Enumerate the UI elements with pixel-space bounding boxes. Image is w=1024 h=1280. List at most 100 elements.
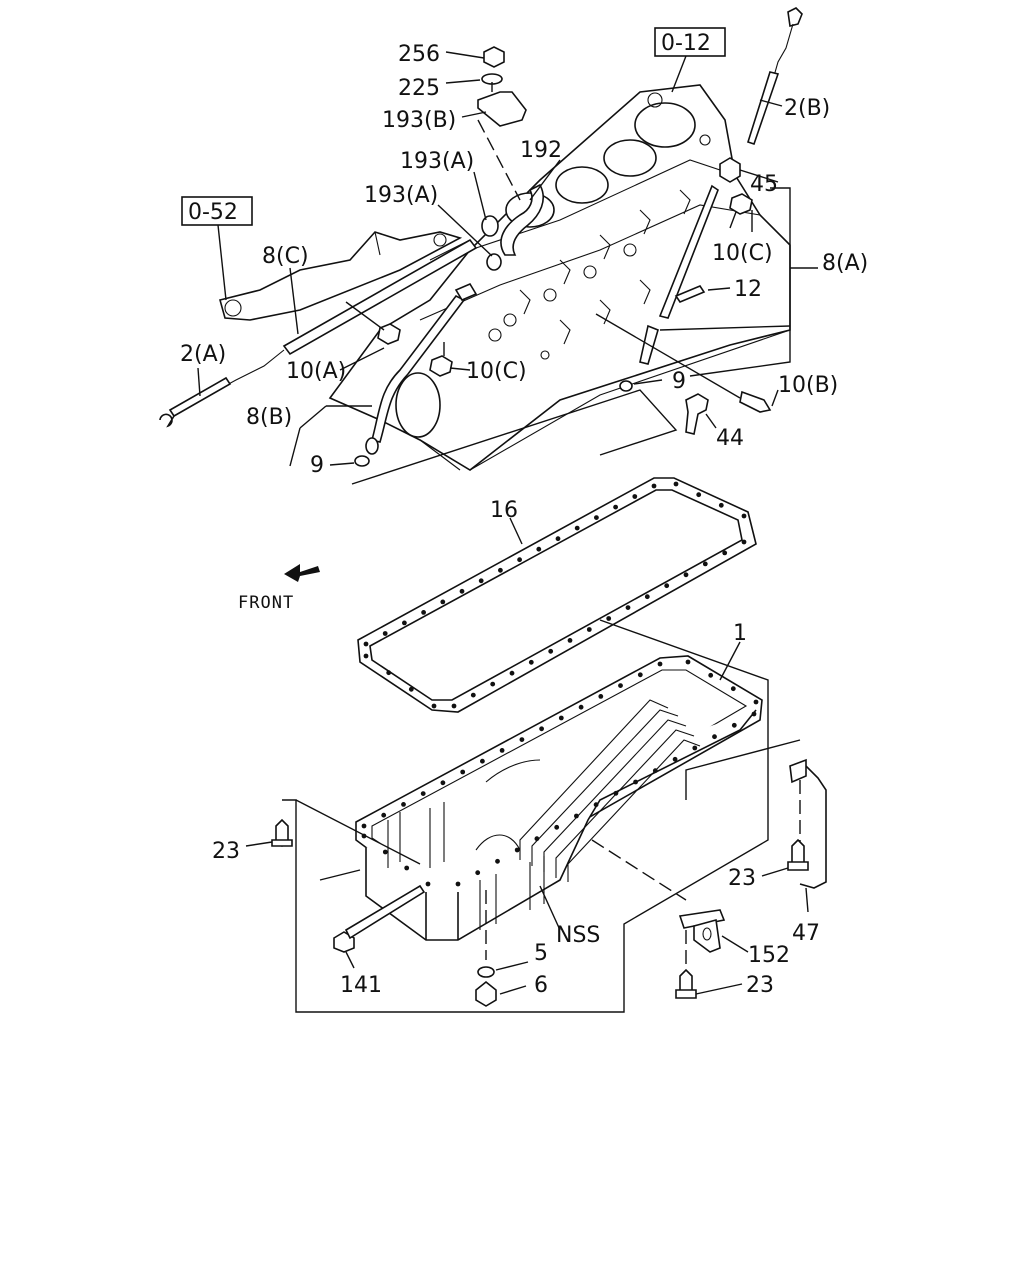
label-47: 47 (792, 921, 820, 946)
bolt-hole (519, 737, 525, 742)
bolt-hole (470, 692, 476, 698)
bolt-hole (420, 791, 426, 796)
oil-pan-gasket-16 (357, 477, 757, 713)
washer-9-right (619, 379, 663, 392)
bolt-hole (514, 847, 520, 853)
bolt-hole (401, 802, 406, 807)
bolt-hole (664, 583, 670, 589)
bolt-hole (598, 694, 604, 699)
label-8c: 8(C) (262, 244, 309, 269)
label-9-left: 9 (310, 453, 324, 478)
clip-193b (461, 82, 527, 127)
label-193a-upper: 193(A) (400, 149, 474, 174)
bolt-hole (593, 802, 599, 808)
front-label: FRONT (238, 593, 294, 613)
bolt-hole (455, 881, 461, 887)
bracket-47 (685, 739, 827, 913)
bolt-hole (718, 502, 724, 508)
label-193b: 193(B) (382, 108, 456, 133)
front-arrow-icon (284, 564, 320, 582)
bolt-hole (632, 494, 638, 499)
bolt-hole (702, 561, 708, 567)
clamp-193a-upper (473, 171, 499, 237)
bolt-hole (381, 812, 387, 818)
fitting-12 (674, 285, 731, 303)
bolt-hole (554, 824, 560, 830)
label-23-left: 23 (212, 839, 240, 864)
label-10c-lower: 10(C) (466, 359, 527, 384)
bolt-hole (498, 567, 503, 573)
bolt-hole (495, 858, 500, 864)
block-callout-line (351, 389, 678, 485)
bolt-hole (361, 823, 367, 829)
bolt-hole (574, 813, 579, 819)
label-2b: 2(B) (784, 96, 830, 121)
bolt-hole (751, 711, 757, 717)
bolt-hole (708, 672, 714, 678)
label-23-bottom: 23 (746, 973, 774, 998)
bracket-152 (591, 839, 749, 953)
bolt-hole (741, 539, 747, 545)
bolt-hole (499, 748, 505, 753)
bolt-hole (517, 557, 522, 563)
bolt-141 (333, 884, 426, 969)
label-8a: 8(A) (822, 251, 868, 276)
label-23-right: 23 (728, 866, 756, 891)
bolt-hole (460, 769, 466, 775)
label-16: 16 (490, 498, 518, 523)
tube-8b (289, 282, 478, 467)
cylinder-head-block (219, 84, 791, 471)
label-5: 5 (534, 941, 548, 966)
bolt-hole (404, 865, 410, 871)
bolt-23-bottom (675, 930, 743, 999)
bolt-hole (741, 513, 747, 519)
bolt-hole (644, 594, 650, 600)
washer-225 (445, 73, 503, 85)
bolt-hole (386, 670, 392, 676)
bolt-hole (692, 745, 698, 751)
bolt-hole (753, 699, 759, 705)
bolt-hole (685, 659, 691, 665)
bolt-10b (595, 313, 779, 413)
label-nss: NSS (556, 923, 600, 948)
bolt-hole (672, 756, 678, 762)
bolt-hole (536, 546, 542, 552)
bolt-hole (363, 653, 369, 659)
banjo-44 (685, 393, 717, 435)
bolt-hole (567, 638, 573, 643)
connector-45 (719, 157, 779, 183)
bolt-hole (613, 504, 618, 510)
bolt-hole (578, 704, 584, 710)
bolt-hole (613, 790, 619, 796)
bolt-hole (421, 610, 426, 615)
bolt-hole (558, 715, 564, 721)
bolt-hole (528, 659, 534, 665)
bolt-hole (633, 779, 638, 785)
label-10a: 10(A) (286, 359, 346, 384)
bolt-10c-lower (429, 342, 471, 377)
ref-box-0-52: 0-52 (181, 196, 253, 301)
bolt-hole (509, 670, 515, 676)
bolt-hole (408, 686, 414, 692)
bolt-hole (722, 550, 728, 556)
ref-0-52-label: 0-52 (188, 200, 238, 225)
label-10b: 10(B) (778, 373, 838, 398)
label-193a-lower: 193(A) (364, 183, 438, 208)
bolt-hole (475, 870, 481, 876)
bolt-hole (539, 726, 544, 732)
label-45: 45 (750, 172, 778, 197)
bolt-hole (652, 768, 658, 774)
label-10c-upper: 10(C) (712, 241, 773, 266)
bolt-hole (425, 881, 431, 887)
pipe-8c (282, 238, 478, 356)
bolt-hole (730, 686, 736, 692)
nss-pointer (539, 885, 561, 931)
bolt-hole (459, 588, 465, 594)
bolt-hole (625, 605, 631, 610)
clamp-193a-lower (437, 204, 502, 271)
bolt-hole (363, 641, 369, 647)
drain-plug-6 (475, 980, 527, 1007)
label-192: 192 (520, 138, 562, 163)
bolt-hole (534, 836, 540, 842)
